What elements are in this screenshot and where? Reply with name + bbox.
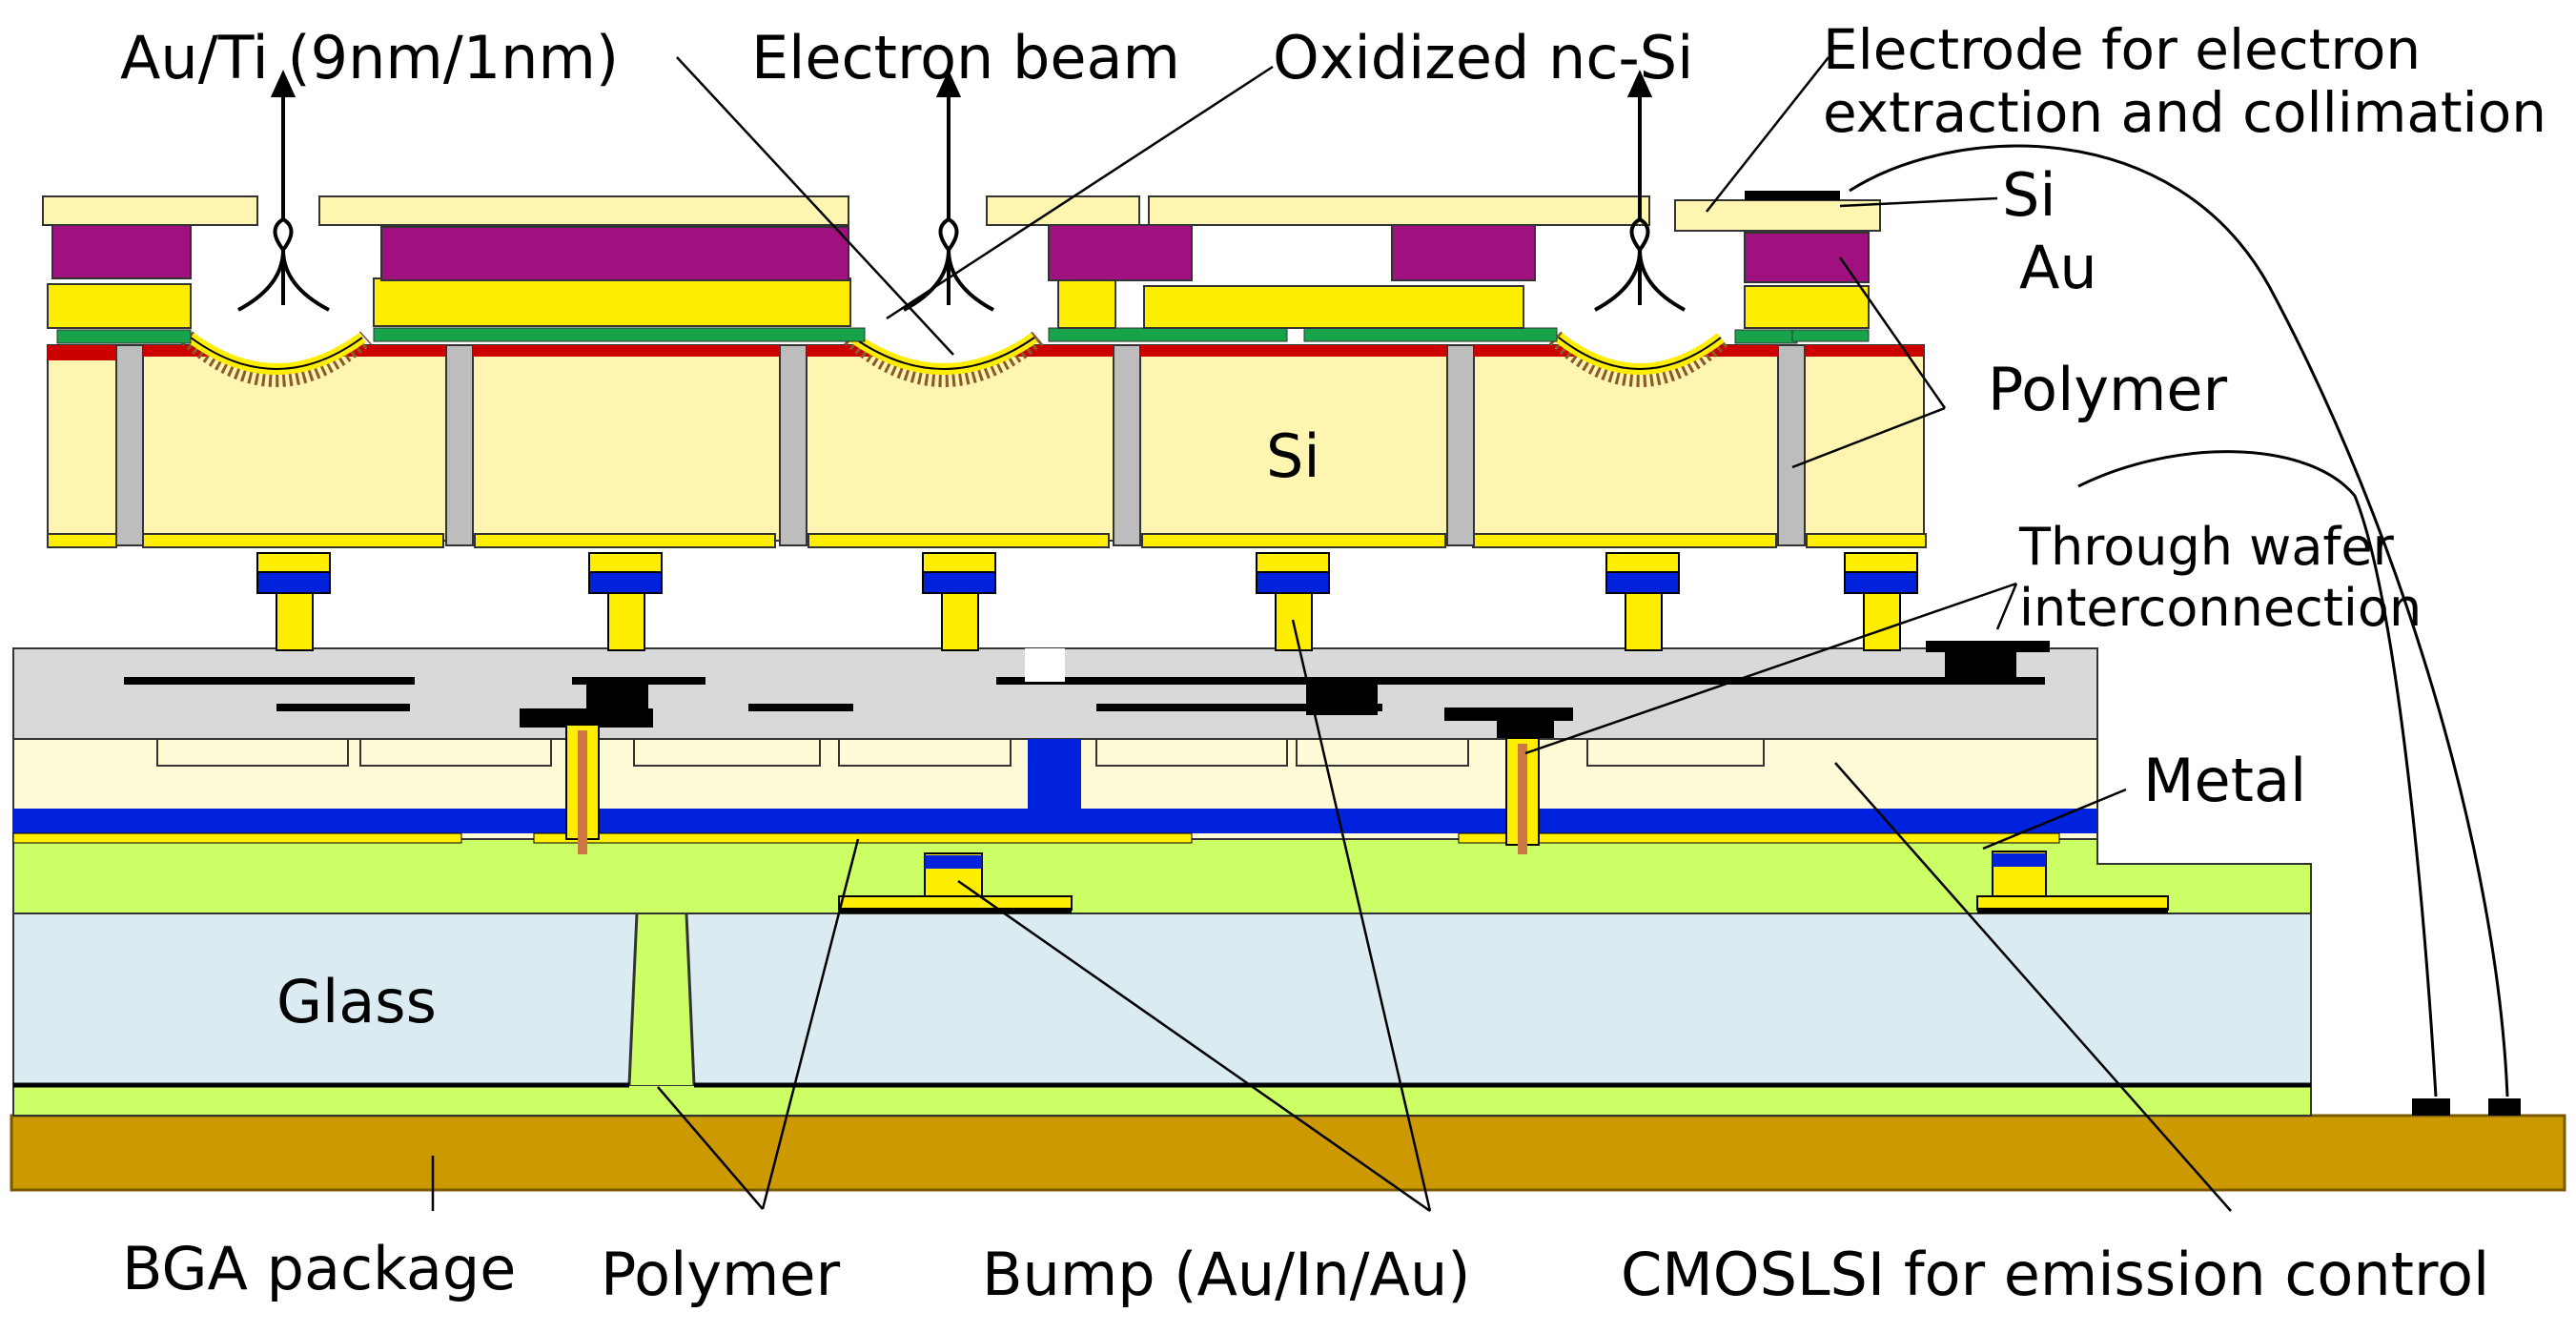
- label-electron-beam: Electron beam: [751, 23, 1180, 92]
- emitter-2: [844, 331, 1044, 387]
- label-bga-package: BGA package: [122, 1234, 516, 1303]
- bga-pad-1: [2412, 1098, 2450, 1116]
- through-wafer-via-1: [565, 724, 600, 854]
- bump-column-2: [588, 552, 663, 651]
- bump-column-1: [256, 552, 331, 651]
- label-through-wafer-line1: Through wafer: [2018, 517, 2395, 577]
- label-au: Au: [2019, 233, 2097, 302]
- bond-wire-2: [2077, 450, 2438, 1097]
- electrode-plate-4: [1148, 195, 1650, 226]
- bump-column-6: [1844, 552, 1918, 651]
- polymer-via: [629, 913, 694, 1085]
- label-electrode-line1: Electrode for electron: [1823, 17, 2421, 82]
- polymer-layer-bottom: [12, 1084, 2312, 1117]
- label-oxidized-nc-si: Oxidized nc-Si: [1273, 23, 1693, 92]
- label-au-ti: Au/Ti (9nm/1nm): [120, 23, 619, 92]
- label-electrode-line2: extraction and collimation: [1823, 80, 2546, 145]
- electrode-plate-1: [42, 195, 258, 226]
- glass-pad-1: [838, 895, 1073, 911]
- label-polymer-right: Polymer: [1988, 355, 2228, 424]
- electrode-plate-3: [986, 195, 1140, 226]
- bga-pad-2: [2488, 1098, 2521, 1116]
- label-si-center: Si: [1266, 421, 1320, 491]
- bump-column-3: [922, 552, 996, 651]
- cmos-pad-2: [1306, 679, 1378, 715]
- emitter-1: [180, 331, 373, 387]
- bga-package: [10, 1114, 2566, 1192]
- electron-beam-3: [1594, 70, 1686, 312]
- label-polymer-bottom: Polymer: [601, 1240, 841, 1309]
- label-metal: Metal: [2143, 746, 2306, 815]
- glass-right: [685, 913, 2312, 1086]
- bump-column-5: [1605, 552, 1680, 651]
- label-cmoslsi: CMOSLSI for emission control: [1621, 1240, 2489, 1309]
- label-glass: Glass: [276, 967, 437, 1036]
- bump-column-4: [1256, 552, 1330, 651]
- label-si-top: Si: [2002, 160, 2056, 230]
- through-wafer-via-2: [1505, 737, 1540, 854]
- metal-vertical-1: [1028, 739, 1081, 815]
- glass-pad-2: [1976, 895, 2169, 911]
- polymer-layer-middle: [12, 838, 2312, 914]
- label-through-wafer-line2: interconnection: [2019, 578, 2422, 638]
- electron-beam-2: [903, 70, 994, 312]
- label-bump: Bump (Au/In/Au): [982, 1240, 1470, 1309]
- bond-wire-1: [1849, 144, 2509, 1097]
- electron-beam-1: [237, 70, 330, 312]
- emitter-3: [1548, 331, 1731, 387]
- electrode-plate-2: [318, 195, 849, 226]
